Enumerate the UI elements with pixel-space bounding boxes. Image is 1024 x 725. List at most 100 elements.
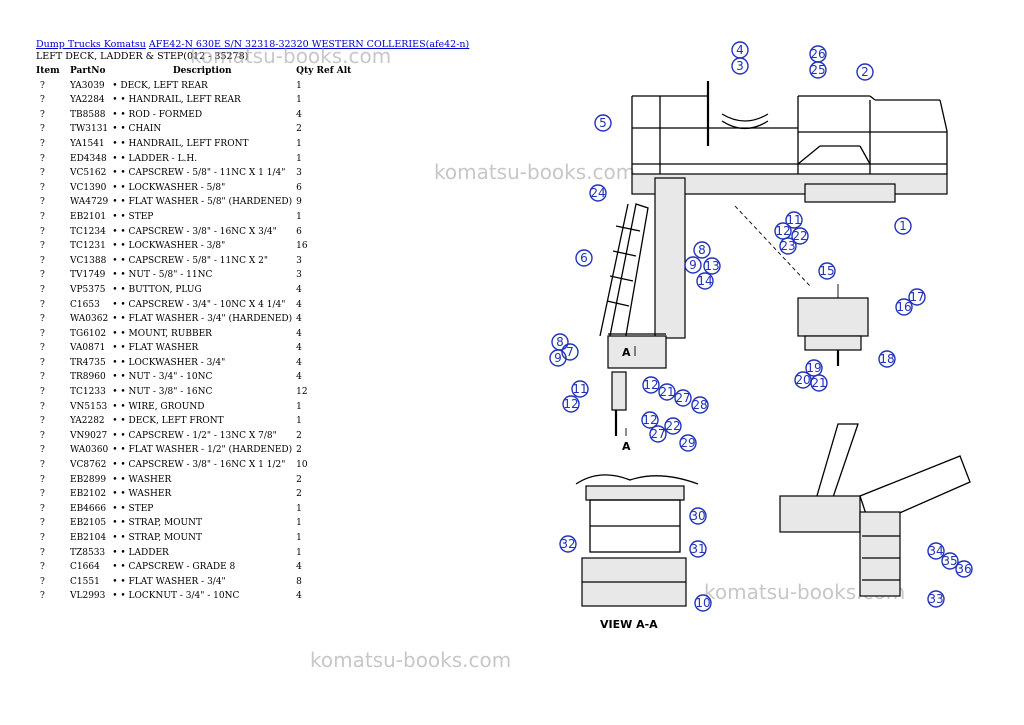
row-item: ? bbox=[40, 387, 45, 398]
table-header-row: Item PartNo Description Qty Ref Alt bbox=[36, 64, 355, 79]
callout-number: 8 bbox=[698, 243, 706, 257]
row-qty: 1 bbox=[296, 80, 302, 91]
callout-number: 30 bbox=[690, 509, 705, 523]
header-qty-ref-alt: Qty Ref Alt bbox=[296, 66, 352, 76]
row-description: • • FLAT WASHER - 5/8" (HARDENED) bbox=[112, 197, 293, 208]
row-partno: YA3039 bbox=[70, 80, 105, 91]
callout-number: 25 bbox=[810, 63, 825, 77]
callout-10: 10 bbox=[694, 594, 712, 612]
watermark: komatsu-books.com bbox=[310, 648, 512, 672]
row-qty: 1 bbox=[296, 503, 302, 514]
row-item: ? bbox=[40, 138, 45, 149]
row-partno: EB4666 bbox=[70, 503, 107, 514]
row-qty: 2 bbox=[296, 445, 302, 456]
row-item: ? bbox=[40, 474, 45, 485]
row-qty: 3 bbox=[296, 168, 302, 179]
callout-29: 29 bbox=[679, 434, 697, 452]
row-item: ? bbox=[40, 168, 45, 179]
table-row: ?TC1231• • LOCKWASHER - 3/8"16 bbox=[36, 239, 355, 254]
callout-number: 11 bbox=[786, 213, 801, 227]
callout-number: 27 bbox=[650, 427, 665, 441]
callout-12: 12 bbox=[562, 395, 580, 413]
row-description: • • STEP bbox=[112, 503, 154, 514]
row-qty: 4 bbox=[296, 328, 302, 339]
callout-33: 33 bbox=[927, 590, 945, 608]
row-partno: VC5162 bbox=[70, 168, 107, 179]
row-item: ? bbox=[40, 109, 45, 120]
callout-18: 18 bbox=[878, 350, 896, 368]
callout-circle bbox=[785, 211, 803, 229]
row-partno: YA2284 bbox=[70, 95, 105, 106]
callout-circle bbox=[908, 288, 926, 306]
row-partno: TG6102 bbox=[70, 328, 107, 339]
row-qty: 4 bbox=[296, 284, 302, 295]
section-label-a-bottom: A bbox=[622, 440, 631, 453]
row-partno: C1664 bbox=[70, 562, 100, 573]
row-description: • • FLAT WASHER bbox=[112, 343, 199, 354]
breadcrumb-link-model[interactable]: AFE42-N 630E S/N 32318-32320 WESTERN COL… bbox=[148, 39, 470, 50]
row-description: • • WASHER bbox=[112, 474, 172, 485]
row-description: • • LOCKWASHER - 5/8" bbox=[112, 182, 226, 193]
callout-number: 19 bbox=[806, 361, 821, 375]
step-detail bbox=[779, 423, 971, 597]
row-description: • • CAPSCREW - 1/2" - 13NC X 7/8" bbox=[112, 430, 277, 441]
callout-11: 11 bbox=[571, 380, 589, 398]
callout-27: 27 bbox=[674, 389, 692, 407]
table-row: ?TC1234• • CAPSCREW - 3/8" - 16NC X 3/4"… bbox=[36, 225, 355, 240]
callout-circle bbox=[642, 376, 660, 394]
breadcrumb-link-dump-trucks[interactable]: Dump Trucks Komatsu bbox=[36, 39, 146, 50]
row-partno: VL2993 bbox=[70, 591, 106, 602]
callout-circle bbox=[809, 45, 827, 63]
ladder bbox=[599, 177, 811, 436]
row-description: • • MOUNT, RUBBER bbox=[112, 328, 212, 339]
row-description: • • CAPSCREW - 5/8" - 11NC X 2" bbox=[112, 255, 269, 266]
row-qty: 8 bbox=[296, 576, 302, 587]
row-partno: EB2899 bbox=[70, 474, 107, 485]
callout-number: 5 bbox=[599, 116, 607, 130]
parts-table: Item PartNo Description Qty Ref Alt ? YA3… bbox=[36, 64, 355, 604]
row-description: • • FLAT WASHER - 3/4" (HARDENED) bbox=[112, 314, 293, 325]
callout-circle bbox=[818, 262, 836, 280]
callout-number: 27 bbox=[675, 391, 690, 405]
callout-number: 21 bbox=[811, 376, 826, 390]
row-partno: TZ8533 bbox=[70, 547, 106, 558]
row-qty: 4 bbox=[296, 343, 302, 354]
callout-23: 23 bbox=[779, 237, 797, 255]
row-description: • • NUT - 5/8" - 11NC bbox=[112, 270, 213, 281]
row-item: ? bbox=[40, 80, 45, 91]
callout-circle bbox=[684, 256, 702, 274]
row-description: • • BUTTON, PLUG bbox=[112, 284, 202, 295]
callout-28: 28 bbox=[691, 396, 709, 414]
row-partno: TC1234 bbox=[70, 226, 106, 237]
callout-circle bbox=[658, 383, 676, 401]
row-description: • • DECK, LEFT FRONT bbox=[112, 416, 224, 427]
callout-number: 4 bbox=[736, 43, 744, 57]
row-partno: ED4348 bbox=[70, 153, 107, 164]
callout-9: 9 bbox=[549, 349, 567, 367]
row-qty: 6 bbox=[296, 182, 302, 193]
header-item: Item bbox=[36, 66, 60, 76]
callout-circle bbox=[779, 237, 797, 255]
table-row: ?WA0360• • FLAT WASHER - 1/2" (HARDENED)… bbox=[36, 443, 355, 458]
callout-circle bbox=[549, 349, 567, 367]
row-description: • • ROD - FORMED bbox=[112, 109, 203, 120]
callout-circle bbox=[955, 560, 973, 578]
callout-number: 16 bbox=[896, 300, 911, 314]
callout-number: 15 bbox=[819, 264, 834, 278]
callout-22: 22 bbox=[791, 227, 809, 245]
row-item: ? bbox=[40, 430, 45, 441]
callout-number: 28 bbox=[692, 398, 707, 412]
callout-number: 36 bbox=[956, 562, 971, 576]
row-description: • • STRAP, MOUNT bbox=[112, 518, 203, 529]
row-qty: 4 bbox=[296, 372, 302, 383]
callout-36: 36 bbox=[955, 560, 973, 578]
callout-number: 12 bbox=[563, 397, 578, 411]
row-item: ? bbox=[40, 314, 45, 325]
callout-circle bbox=[791, 227, 809, 245]
